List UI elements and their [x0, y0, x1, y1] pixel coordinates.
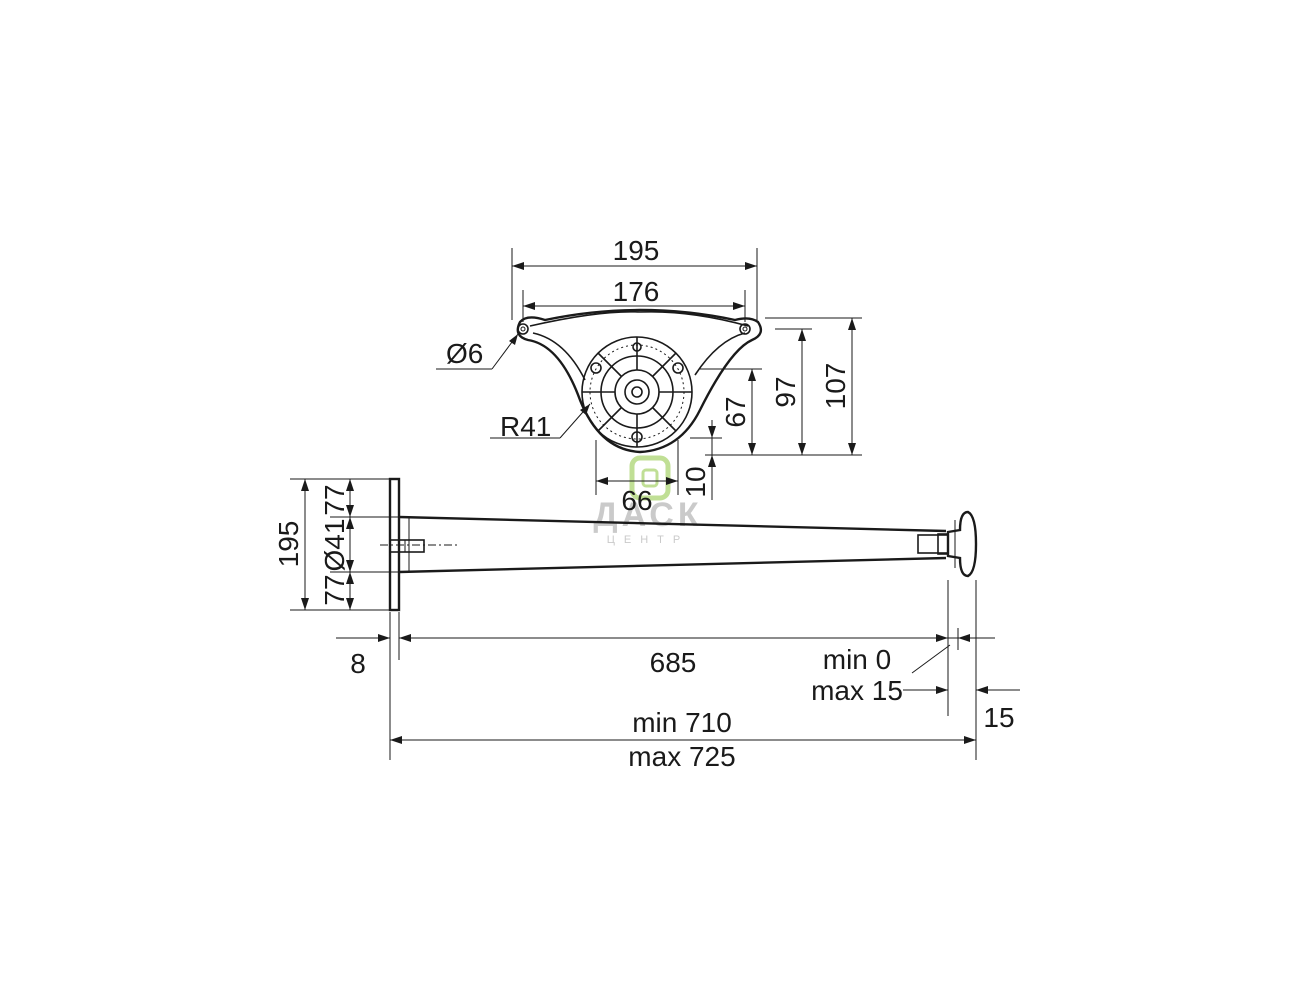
dim-plate-thickness: 8	[350, 648, 366, 679]
dim-upper-77: 77	[319, 484, 350, 515]
dim-hole-spacing: 176	[613, 276, 660, 307]
dim-adjust-min: min 0	[823, 644, 891, 675]
dim-plate-height: 195	[273, 521, 304, 568]
dim-hole-diameter: Ø6	[446, 338, 483, 369]
dim-plate-width: 195	[613, 235, 660, 266]
watermark-logo: ДАСК ЦЕНТР	[593, 455, 702, 546]
dim-radius: R41	[500, 411, 551, 442]
dim-width-66: 66	[621, 485, 652, 516]
leg-side-view: 195 77 Ø41 77 8 685 min 0	[273, 477, 1020, 772]
dim-height-67: 67	[720, 396, 751, 427]
dim-height-107: 107	[820, 363, 851, 410]
dim-adjust-max: max 15	[811, 675, 903, 706]
dim-offset-10: 10	[680, 466, 711, 497]
dim-foot-height: 15	[983, 702, 1014, 733]
watermark-text: ДАСК	[593, 496, 702, 534]
dim-leg-length: 685	[650, 647, 697, 678]
dim-total-max: max 725	[628, 741, 735, 772]
mounting-plate-top-view: 195 176 Ø6 R41 67 97	[436, 235, 862, 516]
dim-lower-77: 77	[319, 574, 350, 605]
dim-total-min: min 710	[632, 707, 732, 738]
watermark-subtitle: ЦЕНТР	[607, 534, 689, 546]
dim-height-97: 97	[770, 376, 801, 407]
dim-tube-diameter: Ø41	[319, 519, 350, 572]
